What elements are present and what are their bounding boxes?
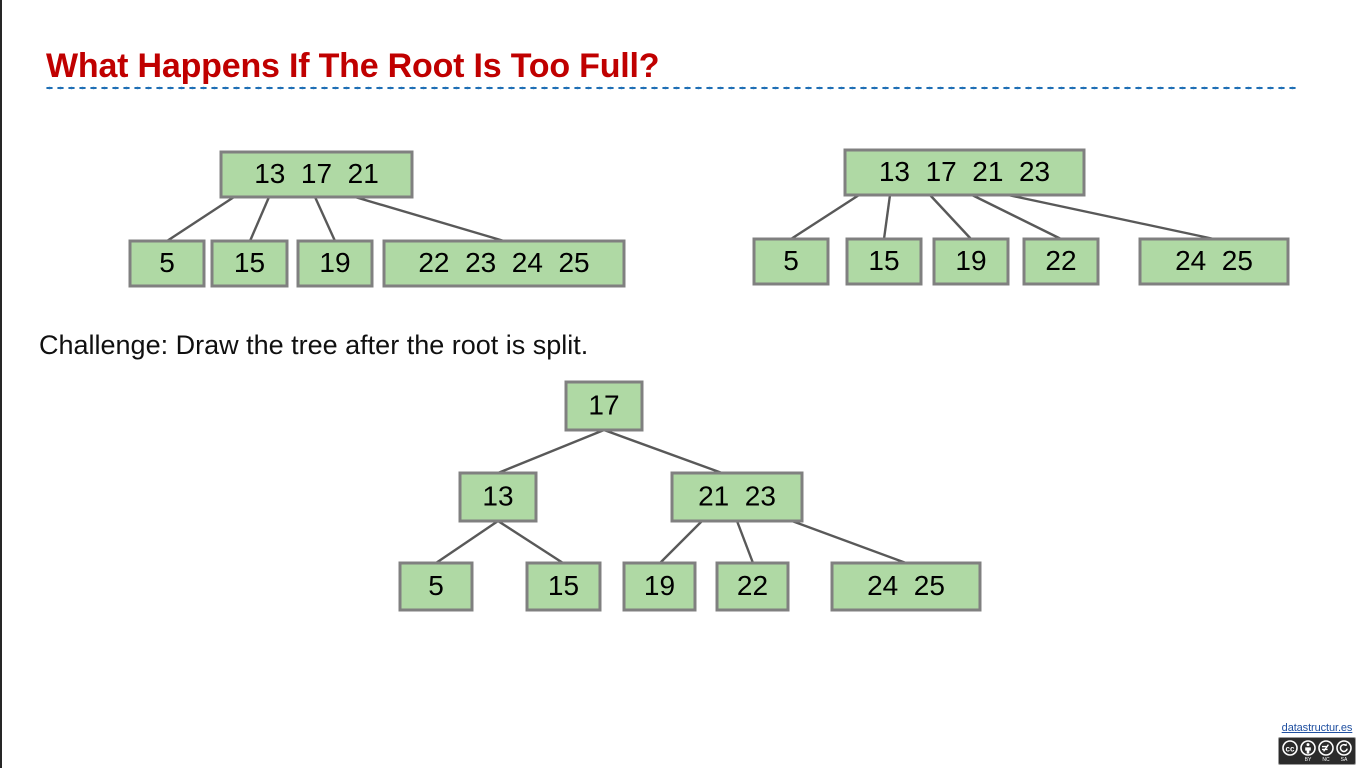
tree-node-label: 13 17 21 23 [879,156,1050,187]
tree-edge [166,195,235,243]
tree-node-box [382,239,626,288]
tree-node-label: 19 [644,570,675,601]
tree-node: 22 [715,561,790,612]
svg-text:cc: cc [1286,744,1295,753]
tree-node-box [752,237,830,286]
tree-node: 24 25 [1138,237,1290,286]
title-divider [44,86,1300,90]
tree-node-box [398,561,474,612]
tree-edge [882,194,892,240]
tree-node-label: 22 [1045,245,1076,276]
footer: datastructur.es cc [1270,721,1364,766]
tree-edge [971,193,1062,241]
tree-node-box [525,561,602,612]
creative-commons-badge[interactable]: cc cc BY [1278,737,1356,765]
tree-node: 13 [458,471,538,523]
tree-node-box [210,239,289,288]
tree-edge [929,194,972,240]
tree-node-label: 15 [548,570,579,601]
tree-node-label: 13 [482,480,513,511]
tree-node-label: 17 [588,389,619,420]
tree-node: 5 [398,561,474,612]
cc-label-row: cc BY NC SA [1282,757,1352,763]
tree-node-box [1022,237,1100,286]
tree-node: 22 [1022,237,1100,286]
tree-node-label: 22 23 24 25 [418,247,589,278]
tree-node-label: 15 [234,247,265,278]
tree-edge [313,196,337,242]
tree-node: 15 [525,561,602,612]
tree-edge [497,428,605,475]
b-tree-overfull-root-left: 13 17 21 5 15 19 22 23 24 25 [128,150,626,288]
b-tree-overfull-root-right: 13 17 21 23 5 15 19 22 24 25 [752,148,1290,286]
tree-node-label: 13 17 21 [254,158,379,189]
tree-node-label: 24 25 [867,570,945,601]
tree-node-box [845,237,923,286]
tree-node-label: 5 [159,247,175,278]
tree-node-label: 19 [319,247,350,278]
tree-node-label: 19 [955,245,986,276]
tree-node: 22 23 24 25 [382,239,626,288]
tree-node-label: 22 [737,570,768,601]
page-title: What Happens If The Root Is Too Full? [46,46,660,85]
tree-node-box [564,380,644,432]
tree-edge [791,519,907,565]
tree-edge [248,196,271,242]
tree-node: 17 [564,380,644,432]
tree-edge [603,428,723,475]
tree-edge [354,195,505,243]
cc-sa-sharealike-icon [1336,740,1352,756]
tree-edge [435,520,499,564]
tree-edge [1007,193,1215,241]
tree-node-box [843,148,1086,197]
cc-nc-nocommercial-icon [1318,740,1334,756]
tree-node: 19 [622,561,697,612]
tree-edge [735,520,755,564]
b-tree-after-root-split: 17 13 21 23 5 15 19 22 24 25 [398,380,982,612]
cc-label-sa: SA [1340,757,1348,763]
tree-node-label: 24 25 [1175,245,1253,276]
tree-node: 15 [210,239,289,288]
tree-node-label: 15 [868,245,899,276]
tree-node-box [219,150,414,199]
tree-node: 24 25 [830,561,982,612]
tree-node: 13 17 21 [219,150,414,199]
tree-node-label: 21 23 [698,480,776,511]
tree-node: 5 [752,237,830,286]
tree-node-box [458,471,538,523]
challenge-prompt: Challenge: Draw the tree after the root … [39,330,589,360]
tree-node: 19 [296,239,374,288]
tree-node: 19 [932,237,1010,286]
tree-node: 15 [845,237,923,286]
tree-edge [497,519,564,565]
tree-edge [659,520,703,564]
cc-label-by: BY [1304,757,1312,763]
tree-edge [790,193,860,241]
tree-node-box [932,237,1010,286]
tree-node-box [715,561,790,612]
tree-node-label: 5 [428,570,444,601]
cc-by-person-icon [1300,740,1316,756]
tree-node-box [128,239,206,288]
tree-node-box [1138,237,1290,286]
cc-icon-row: cc [1282,740,1352,756]
tree-node: 13 17 21 23 [843,148,1086,197]
tree-node-box [296,239,374,288]
datastructures-link[interactable]: datastructur.es [1281,722,1353,734]
cc-logo-icon: cc [1282,740,1298,756]
tree-node: 21 23 [670,471,804,523]
tree-node-label: 5 [783,245,799,276]
tree-node-box [830,561,982,612]
cc-label-nc: NC [1322,757,1330,763]
tree-node-box [670,471,804,523]
tree-node: 5 [128,239,206,288]
tree-node-box [622,561,697,612]
